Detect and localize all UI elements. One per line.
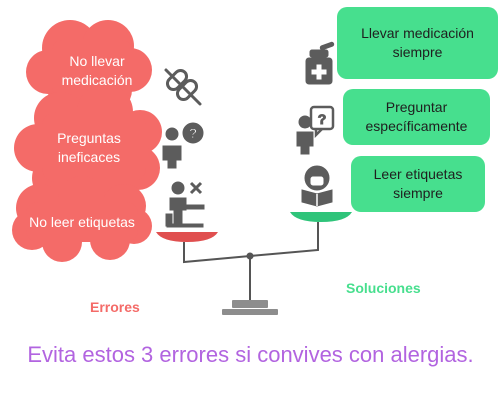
- scale-base: [222, 300, 278, 315]
- solution-box-ask-specifically: [343, 89, 490, 145]
- error-cloud-not-reading-labels: [12, 176, 152, 262]
- solution-label-carry-medication: Llevar medicación siempre: [361, 25, 474, 60]
- person-question-icon: ?: [162, 122, 204, 169]
- balance-scale: [156, 212, 352, 315]
- solution-box-carry-medication: [337, 7, 498, 79]
- svg-text:?: ?: [318, 111, 327, 127]
- error-label-ineffective-questions: Preguntas ineficaces: [57, 130, 121, 165]
- solution-label-read-labels: Leer etiquetas siempre: [373, 166, 463, 201]
- solutions-title: Soluciones: [346, 280, 421, 296]
- errors-title: Errores: [90, 299, 140, 315]
- error-cloud-ineffective-questions: [14, 84, 162, 208]
- svg-text:?: ?: [189, 125, 198, 141]
- no-pill-icon: [164, 68, 202, 106]
- error-pan: [156, 232, 218, 242]
- error-label-not-reading-labels: No leer etiquetas: [29, 213, 135, 230]
- person-label-cross-icon: [165, 181, 205, 228]
- medicine-kit-icon: [305, 41, 335, 85]
- caption: Evita estos 3 errores si convives con al…: [27, 342, 474, 367]
- person-ask-icon: ?: [296, 105, 335, 155]
- solution-label-ask-specifically: Preguntar específicamente: [365, 99, 468, 134]
- error-label-no-medication: No llevar medicación: [61, 53, 133, 88]
- pivot: [246, 252, 254, 260]
- person-reading-icon: [301, 165, 333, 207]
- solution-pan: [290, 212, 352, 222]
- solution-box-read-labels: [351, 156, 485, 212]
